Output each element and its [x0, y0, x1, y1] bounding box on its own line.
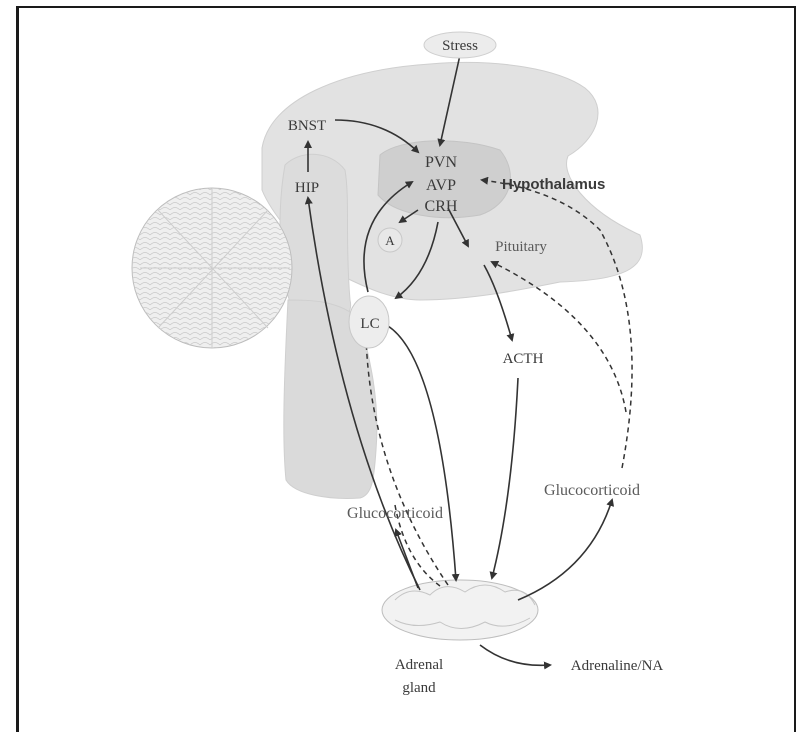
label-crh: CRH	[425, 198, 458, 215]
adrenal-gland-shape	[382, 580, 538, 640]
label-hypothalamus: Hypothalamus	[502, 176, 605, 193]
arrow-adrenal-to-adrenaline	[480, 645, 550, 665]
arrow-adrenal-to-glucocorticoid-right	[518, 500, 612, 600]
label-avp: AVP	[426, 177, 456, 194]
label-glucocorticoid-right: Glucocorticoid	[544, 482, 640, 499]
label-adrenaline-na: Adrenaline/NA	[571, 658, 664, 674]
label-adrenal: Adrenal	[395, 657, 443, 673]
label-a: A	[385, 233, 395, 248]
dashed-adrenal-to-lc	[366, 336, 448, 585]
label-acth: ACTH	[503, 351, 544, 367]
label-hip: HIP	[295, 180, 319, 196]
label-lc: LC	[360, 316, 379, 332]
label-bnst: BNST	[288, 118, 326, 134]
cerebellum-shape	[132, 188, 292, 348]
label-gland: gland	[402, 680, 436, 696]
label-pvn: PVN	[425, 154, 457, 171]
label-glucocorticoid-left: Glucocorticoid	[347, 505, 443, 522]
label-stress: Stress	[442, 38, 478, 54]
arrow-acth-to-adrenal	[492, 378, 518, 578]
label-pituitary: Pituitary	[495, 239, 547, 255]
